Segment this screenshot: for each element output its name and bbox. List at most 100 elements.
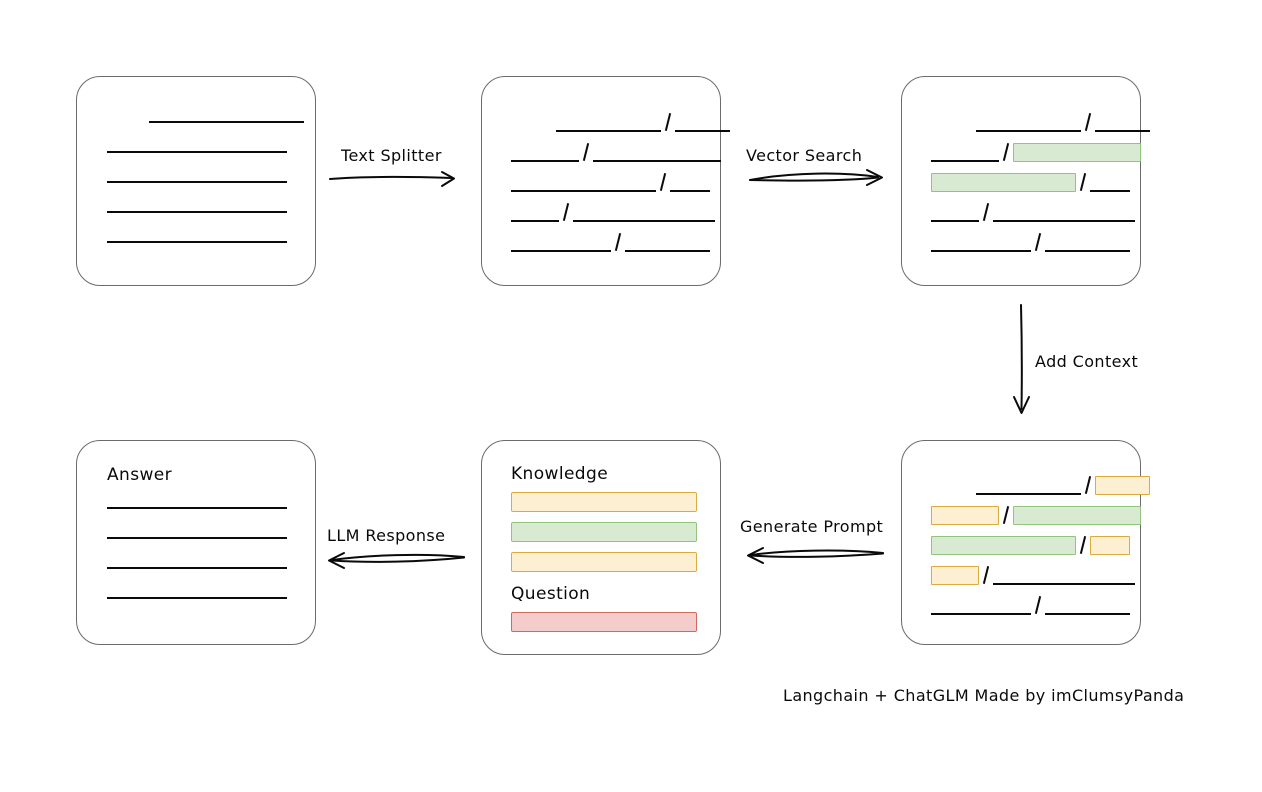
retrieved-document-rows: [931, 77, 1150, 285]
document-split-row: [976, 112, 1150, 132]
document-split-row: [511, 172, 710, 192]
text-segment: [511, 220, 559, 222]
document-line: [107, 537, 287, 539]
text-segment: [993, 583, 1135, 585]
slash-separator-icon: [1076, 535, 1090, 555]
text-segment: [511, 250, 611, 252]
document-line: [107, 507, 287, 509]
document-split-row: [931, 142, 1141, 162]
arrow-label-llm-response: LLM Response: [327, 526, 446, 545]
text-segment: [675, 130, 730, 132]
text-segment: [931, 220, 979, 222]
document-line: [107, 211, 287, 213]
add-context-arrow: [1013, 304, 1030, 414]
arrow-label-text-splitter: Text Splitter: [341, 146, 442, 165]
highlight-segment-green: [931, 173, 1076, 192]
question-label: Question: [511, 584, 591, 604]
document-split-row: [976, 475, 1150, 495]
highlight-segment-yellow: [1090, 536, 1130, 555]
llm-response-arrow: [328, 552, 465, 569]
question-bars: [511, 441, 701, 654]
arrow-label-add-context: Add Context: [1035, 352, 1139, 371]
knowledge-bars: [511, 441, 701, 654]
slash-separator-icon: [1081, 112, 1095, 132]
slash-separator-icon: [611, 232, 625, 252]
document-split-row: [931, 232, 1130, 252]
slash-separator-icon: [979, 202, 993, 222]
context-document-rows: [931, 441, 1150, 644]
document-line: [107, 151, 287, 153]
knowledge-label: Knowledge: [511, 464, 609, 484]
knowledge-bar: [511, 492, 697, 512]
knowledge-bar: [511, 522, 697, 542]
slash-separator-icon: [1031, 232, 1045, 252]
vector-search-arrow: [749, 169, 883, 186]
document-split-row: [931, 565, 1135, 585]
slash-separator-icon: [999, 142, 1013, 162]
document-split-row: [511, 142, 721, 162]
context-document-card[interactable]: [901, 440, 1150, 645]
answer-card[interactable]: Answer: [76, 440, 316, 645]
source-document-card[interactable]: [76, 76, 316, 286]
document-line: [107, 181, 287, 183]
document-line: [107, 567, 287, 569]
text-segment: [993, 220, 1135, 222]
slash-separator-icon: [661, 112, 675, 132]
slash-separator-icon: [1031, 595, 1045, 615]
text-splitter-arrow: [329, 171, 455, 187]
text-segment: [1095, 130, 1150, 132]
answer-lines: [107, 441, 307, 644]
document-split-row: [556, 112, 730, 132]
document-split-row: [931, 595, 1130, 615]
document-line: [149, 121, 304, 123]
highlight-segment-green: [931, 536, 1076, 555]
question-bar: [511, 612, 697, 632]
arrow-label-vector-search: Vector Search: [746, 146, 863, 165]
generate-prompt-arrow: [747, 547, 884, 564]
arrow-label-generate-prompt: Generate Prompt: [740, 517, 884, 536]
document-split-row: [511, 202, 715, 222]
text-segment: [931, 613, 1031, 615]
text-segment: [1090, 190, 1130, 192]
credit-text: Langchain + ChatGLM Made by imClumsyPand…: [783, 686, 1185, 705]
text-segment: [670, 190, 710, 192]
slash-separator-icon: [1081, 475, 1095, 495]
document-line: [107, 597, 287, 599]
highlight-segment-green: [1013, 506, 1141, 525]
split-document-card[interactable]: [481, 76, 730, 286]
slash-separator-icon: [979, 565, 993, 585]
knowledge-bar: [511, 552, 697, 572]
text-segment: [931, 160, 999, 162]
text-segment: [1045, 250, 1130, 252]
text-segment: [573, 220, 715, 222]
text-segment: [931, 250, 1031, 252]
highlight-segment-yellow: [931, 566, 979, 585]
slash-separator-icon: [579, 142, 593, 162]
document-split-row: [931, 172, 1130, 192]
text-segment: [511, 190, 656, 192]
document-split-row: [931, 535, 1130, 555]
text-segment: [511, 160, 579, 162]
text-segment: [593, 160, 721, 162]
highlight-segment-yellow: [1095, 476, 1150, 495]
prompt-card[interactable]: Knowledge Question: [481, 440, 721, 655]
document-line: [107, 241, 287, 243]
slash-separator-icon: [656, 172, 670, 192]
slash-separator-icon: [1076, 172, 1090, 192]
slash-separator-icon: [999, 505, 1013, 525]
highlight-segment-yellow: [931, 506, 999, 525]
text-segment: [556, 130, 661, 132]
answer-label: Answer: [107, 465, 173, 485]
text-segment: [1045, 613, 1130, 615]
slash-separator-icon: [559, 202, 573, 222]
document-split-row: [931, 202, 1135, 222]
document-split-row: [511, 232, 710, 252]
retrieved-document-card[interactable]: [901, 76, 1150, 286]
highlight-segment-green: [1013, 143, 1141, 162]
split-document-rows: [511, 77, 730, 285]
document-split-row: [931, 505, 1141, 525]
text-segment: [976, 130, 1081, 132]
text-segment: [625, 250, 710, 252]
source-document-lines: [107, 77, 307, 285]
